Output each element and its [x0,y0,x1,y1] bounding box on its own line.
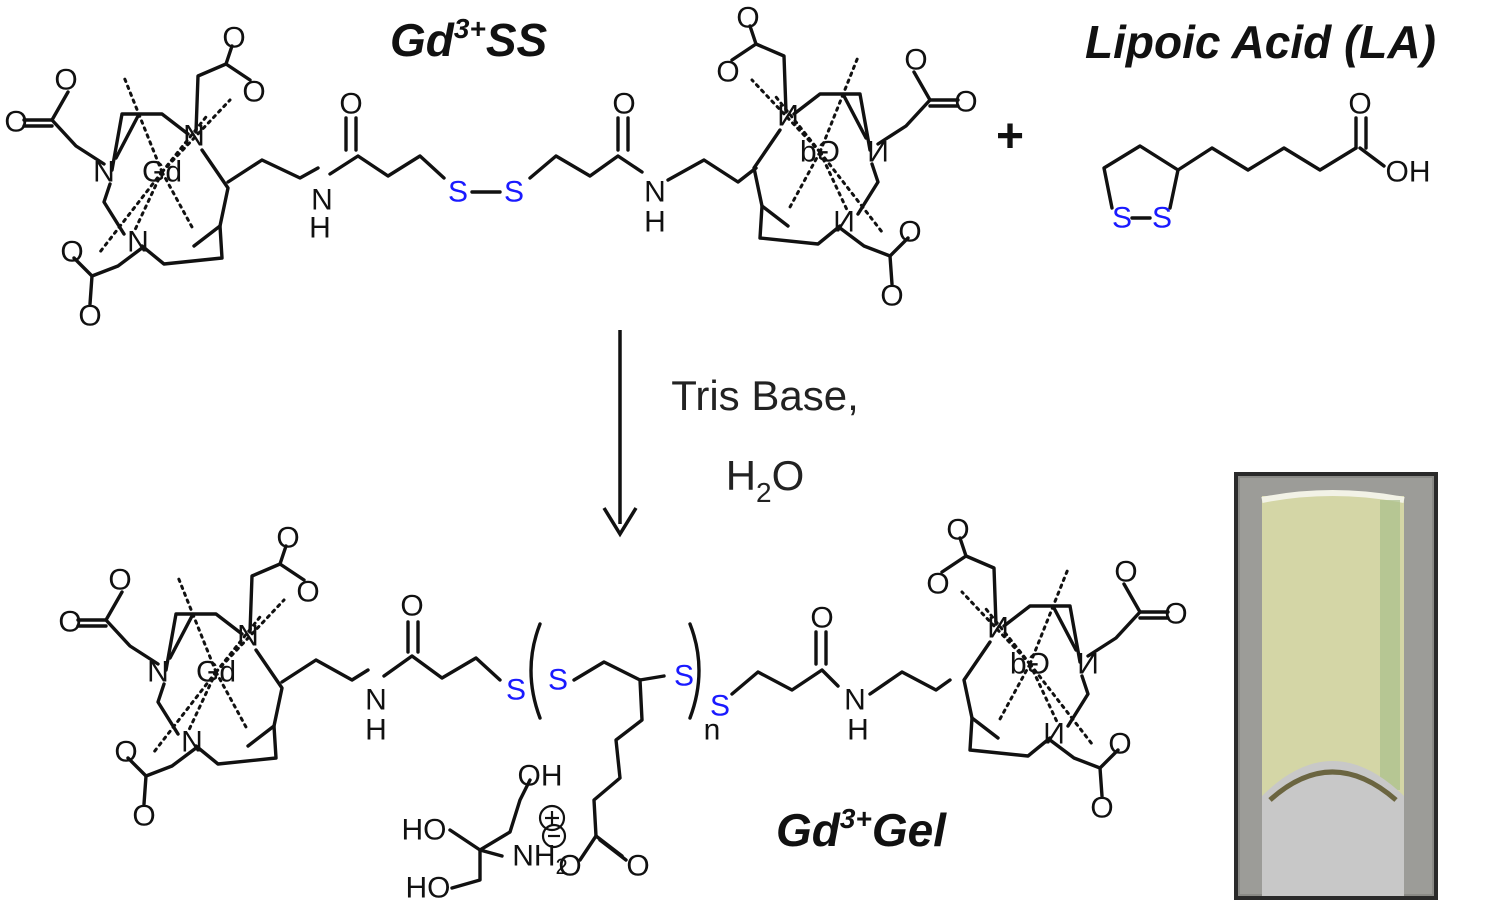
svg-text:O: O [810,602,833,635]
reactant1-title: Gd3+SS [390,13,548,66]
reaction-arrow [602,330,638,538]
svg-text:S: S [1152,202,1172,235]
svg-text:HO: HO [402,814,447,847]
svg-text:S: S [506,674,526,707]
svg-text:O: O [339,88,362,121]
svg-text:HO: HO [406,872,451,905]
condition-line1: Tris Base, [671,372,858,419]
svg-text:S: S [674,660,694,693]
svg-text:O: O [1348,88,1371,121]
svg-text:N: N [844,684,866,717]
svg-text:S: S [448,176,468,209]
gel-vial-photo [1234,472,1438,900]
svg-text:H: H [644,206,666,239]
svg-text:H: H [847,714,869,747]
svg-text:S: S [1112,202,1132,235]
reactant2-title: Lipoic Acid (LA) [1085,16,1436,68]
circled-minus-icon [541,823,567,849]
svg-text:S: S [548,664,568,697]
repeat-index: n [704,714,721,747]
svg-text:O: O [558,850,581,883]
tris-cation: OH HO HO NH2 [402,760,568,905]
svg-text:S: S [710,690,730,723]
svg-text:H: H [365,714,387,747]
svg-text:OH: OH [518,760,563,793]
svg-text:H: H [309,212,331,245]
svg-text:O: O [400,590,423,623]
svg-text:N: N [311,184,333,217]
gd-gel-molecule: N H O S S S S n O N H O O [56,511,1190,883]
product-title: Gd3+Gel [776,803,947,856]
gd-ss-molecule: N H O S S O N H [2,0,980,335]
plus-sign: + [996,110,1024,163]
svg-text:O: O [612,88,635,121]
circled-plus-icon [538,804,566,832]
svg-text:O: O [626,850,649,883]
svg-text:OH: OH [1386,156,1431,189]
svg-text:N: N [644,176,666,209]
condition-line2: H2O [726,452,805,508]
svg-text:N: N [365,684,387,717]
lipoic-acid-molecule: S S O OH [1102,88,1431,235]
svg-text:S: S [504,176,524,209]
